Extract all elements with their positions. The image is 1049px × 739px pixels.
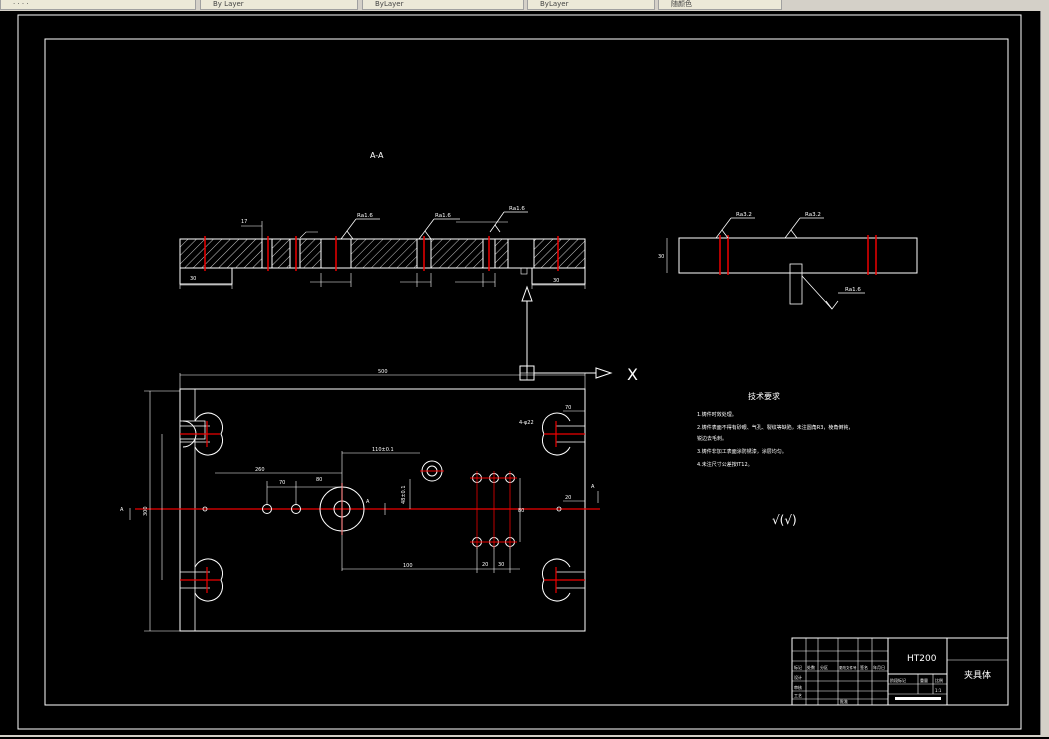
title-part-name: 夹具体	[964, 669, 991, 681]
toolbar-layer-label: By Layer	[213, 0, 244, 8]
roughness-label: Ra1.6	[509, 206, 525, 212]
surface-symbol: √(√)	[772, 513, 797, 527]
title-row: 工艺	[794, 693, 802, 698]
tech-note: 3.铸件非加工表面涂防锈漆，涂层均匀。	[697, 448, 787, 455]
section-label: A-A	[370, 151, 384, 160]
title-header: 签名	[860, 664, 868, 670]
title-header: 年月日	[873, 664, 885, 670]
side-view	[666, 217, 918, 310]
title-scale: 1:1	[935, 688, 942, 693]
tech-note: 锐边去毛刺。	[697, 435, 727, 442]
dim-slot: 4-φ22	[519, 420, 534, 426]
roughness-label: Ra1.6	[435, 213, 451, 219]
vertical-scrollbar[interactable]	[1040, 11, 1049, 735]
section-mark-a-right: A	[591, 484, 595, 490]
plan-view	[129, 373, 600, 632]
tech-note: 4.未注尺寸公差按IT12。	[697, 461, 753, 468]
toolbar-linetype2-label: ByLayer	[375, 0, 404, 8]
dim-section-depth: 17	[241, 219, 247, 225]
title-header: 标记	[794, 664, 802, 670]
dim-20a: 20	[482, 562, 488, 568]
inner-frame	[44, 38, 1009, 706]
dim-bottom-length: 100	[403, 563, 413, 569]
axis-x-label: X	[627, 365, 638, 384]
title-header: 更改文件号	[839, 665, 857, 670]
dim-20b: 30	[498, 562, 504, 568]
toolbar-strip: · · · · By Layer ByLayer ByLayer 随颜色	[0, 0, 1049, 12]
dim-section-left: 30	[190, 276, 196, 282]
dim-center-offset: 110±0.1	[372, 447, 394, 453]
title-row: 审核	[794, 684, 802, 690]
title-header: 处数	[807, 664, 815, 670]
drawing-svg: A-A	[17, 14, 1022, 730]
roughness-label: Ra3.2	[736, 212, 752, 218]
title-material: HT200	[907, 654, 937, 664]
drawing-canvas[interactable]: A-A	[0, 11, 1040, 735]
dim-vertical: 48±0.1	[401, 485, 407, 504]
toolbar-layer-dropdown[interactable]: By Layer	[200, 0, 358, 10]
dim-260: 260	[255, 467, 265, 473]
toolbar-linetype2-dropdown[interactable]: ByLayer	[362, 0, 524, 10]
roughness-label: Ra1.6	[357, 213, 373, 219]
dim-mid-right: 20	[565, 495, 571, 501]
toolbar-lineweight-dropdown[interactable]: ByLayer	[527, 0, 655, 10]
dim-overall-width: 300	[143, 506, 149, 516]
tech-note: 2.铸件表面不得有砂眼、气孔、裂纹等缺陷，未注圆角R3，棱角倒钝，	[697, 424, 853, 431]
toolbar-plotstyle-dropdown[interactable]: 随颜色	[658, 0, 782, 10]
outer-frame	[17, 14, 1022, 730]
toolbar-plotstyle-label: 随颜色	[671, 0, 692, 8]
dim-side-height: 30	[658, 254, 664, 260]
section-mark-a: A	[366, 499, 370, 505]
title-block	[791, 637, 1009, 706]
title-header: 分区	[820, 664, 828, 670]
stage-header: 阶段标记	[890, 677, 906, 683]
bottom-edge	[0, 735, 1049, 737]
section-mark-a-left: A	[120, 507, 124, 513]
stage-header: 重量	[920, 677, 928, 683]
dim-hole-pitch-a: 70	[279, 480, 285, 486]
section-view	[179, 211, 586, 289]
toolbar-linetype-dropdown[interactable]: · · · ·	[0, 0, 196, 10]
roughness-label: Ra1.6	[845, 287, 861, 293]
title-row: 批准	[840, 698, 848, 704]
title-row: 设计	[794, 674, 802, 680]
roughness-label: Ra3.2	[805, 212, 821, 218]
dim-overall-length: 500	[378, 369, 388, 375]
dim-hole-span: 80	[518, 508, 524, 514]
toolbar-lineweight-label: ByLayer	[540, 0, 569, 8]
ucs-icon	[519, 285, 613, 381]
dim-top-right: 70	[565, 405, 571, 411]
tech-title: 技术要求	[748, 391, 780, 401]
tech-note: 1.铸件时效处理。	[697, 411, 737, 418]
dim-section-right: 30	[553, 278, 559, 284]
dim-hole-pitch-b: 80	[316, 477, 322, 483]
stage-header: 比例	[935, 677, 943, 683]
toolbar-linetype-label: · · · ·	[13, 0, 29, 8]
